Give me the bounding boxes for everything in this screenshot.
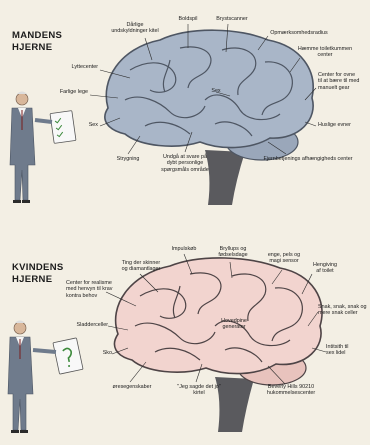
label-oresegenskaber: øresegenskaber xyxy=(112,384,152,390)
label-sex-center: Sex xyxy=(211,88,221,94)
female-leader-lines xyxy=(105,253,327,385)
female-panel-figure xyxy=(7,320,34,433)
label-beverly-hills: Beverly Hills 90210 hukommelsescenter xyxy=(266,384,316,397)
label-center-for-ovne: Center for ovne til at bære til med manu… xyxy=(318,72,360,91)
label-center-for-realisme: Center for realisme med henvyn til krav … xyxy=(66,280,113,299)
male-brain-illustration xyxy=(9,23,317,205)
label-lyttecenter: Lyttecenter xyxy=(71,64,98,70)
female-clipboard xyxy=(32,337,84,375)
male-brain-panel: MANDENS HJERNE Dårlige undskyldninger ki… xyxy=(0,0,370,222)
label-strygning: Strygning xyxy=(116,156,140,162)
label-huslige-evner: Huslige evner xyxy=(318,122,351,128)
male-brain-folds xyxy=(124,46,293,137)
male-figure xyxy=(9,91,36,203)
male-heading-line2: HJERNE xyxy=(12,42,53,53)
female-brain-folds xyxy=(134,272,303,363)
label-bryllups-og-fodselsdage: Bryllups og fødselsdage xyxy=(218,246,248,259)
female-heading-line1: KVINDENS xyxy=(12,262,64,273)
label-haemme-toiletkummen: Hæmme toiletkummen center xyxy=(297,46,353,59)
male-clipboard xyxy=(34,110,77,144)
label-boldspil: Boldspil xyxy=(178,16,198,22)
male-heading: MANDENS HJERNE xyxy=(12,30,62,54)
label-intitsith-til-sex: Intitsith til sex lidel xyxy=(326,344,349,357)
label-ting-der-skinner: Ting der skinner og diamantlager xyxy=(121,260,161,273)
label-sex-left: Sex xyxy=(88,122,98,128)
female-brain-stem xyxy=(215,377,254,432)
female-heading-line2: HJERNE xyxy=(12,274,53,285)
label-daarlige-undskyldninger: Dårlige undskyldninger kitel xyxy=(111,22,159,35)
label-brystscanner: Brystscanner xyxy=(216,16,248,22)
label-opmaerksomhedsradius: Opmærksomhedsradius xyxy=(270,30,328,36)
female-heading: KVINDENS HJERNE xyxy=(12,262,64,286)
label-hengiving-af-toilet: Hengiving af toilet xyxy=(313,262,337,275)
male-leader-lines xyxy=(89,23,317,155)
label-enge-pels-magi: enge, pels og magi sensor xyxy=(267,252,301,265)
label-hovedpine-generator: Hovedpine generator xyxy=(221,318,247,331)
label-jeg-sagde-det-jo: "Jeg sagde det jo" kirtel xyxy=(177,384,221,397)
label-fjernbetjening: Fjernbetjenings afhængigheds center xyxy=(263,156,353,162)
female-brain-illustration xyxy=(7,253,327,433)
female-brain-panel: KVINDENS HJERNE Ting der skinner og diam… xyxy=(0,222,370,445)
male-brain-stem xyxy=(205,150,245,205)
male-heading-line1: MANDENS xyxy=(12,30,63,41)
male-brain-shape xyxy=(104,29,314,149)
label-sko: Sko xyxy=(102,350,112,356)
label-impulskob: Impulskøb xyxy=(171,246,197,252)
label-snak-celler: Snak, snak, snak og mere snak celler xyxy=(318,304,367,317)
female-brain-shape xyxy=(113,257,323,375)
label-sladderceller: Sladderceller xyxy=(76,322,108,328)
label-undgaa-at-svare: Undgå at svare på dybt personlige spørgs… xyxy=(161,154,209,173)
label-farlige-lege: Farlige lege xyxy=(59,89,88,95)
